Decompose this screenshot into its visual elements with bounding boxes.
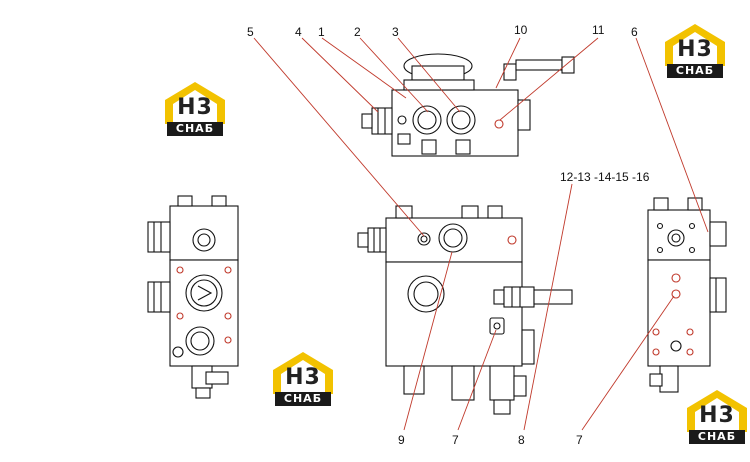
callout-5: 5 xyxy=(247,25,254,39)
left-view xyxy=(147,195,239,399)
callout-7-right: 7 xyxy=(576,433,583,447)
callout-7-center: 7 xyxy=(452,433,459,447)
leader-lines xyxy=(253,37,709,431)
logo-mark-text: H3 xyxy=(177,94,213,120)
center-view-lower-body xyxy=(385,261,523,367)
callout-2: 2 xyxy=(354,25,361,39)
callout-10: 10 xyxy=(514,23,528,37)
logo-roof-icon xyxy=(687,390,747,432)
callout-9: 9 xyxy=(398,433,405,447)
logo-mark-text: H3 xyxy=(285,364,321,390)
callout-4: 4 xyxy=(295,25,302,39)
watermark-logo: H3 СНАБ xyxy=(663,22,727,80)
watermark-logo: H3 СНАБ xyxy=(271,350,335,408)
logo-band-text: СНАБ xyxy=(275,392,331,406)
logo-band-text: СНАБ xyxy=(167,122,223,136)
callout-3: 3 xyxy=(392,25,399,39)
logo-mark-text: H3 xyxy=(677,36,713,62)
logo-mark-text: H3 xyxy=(699,402,735,428)
callout-11: 11 xyxy=(592,23,605,37)
top-view xyxy=(361,53,575,157)
watermark-logo: H3 СНАБ xyxy=(685,388,749,446)
right-view xyxy=(647,197,727,393)
watermark-logo: H3 СНАБ xyxy=(163,80,227,138)
logo-roof-icon xyxy=(165,82,225,124)
logo-roof-icon xyxy=(665,24,725,66)
logo-roof-icon xyxy=(273,352,333,394)
callout-8: 8 xyxy=(518,433,525,447)
callout-1: 1 xyxy=(318,25,325,39)
callout-labels: 5 4 1 2 3 10 11 6 12-13 -14-15 -16 9 7 8… xyxy=(247,23,650,447)
logo-band-text: СНАБ xyxy=(667,64,723,78)
callout-12-16: 12-13 -14-15 -16 xyxy=(560,170,650,184)
callout-6: 6 xyxy=(631,25,638,39)
logo-band-text: СНАБ xyxy=(689,430,745,444)
center-view xyxy=(357,205,573,415)
